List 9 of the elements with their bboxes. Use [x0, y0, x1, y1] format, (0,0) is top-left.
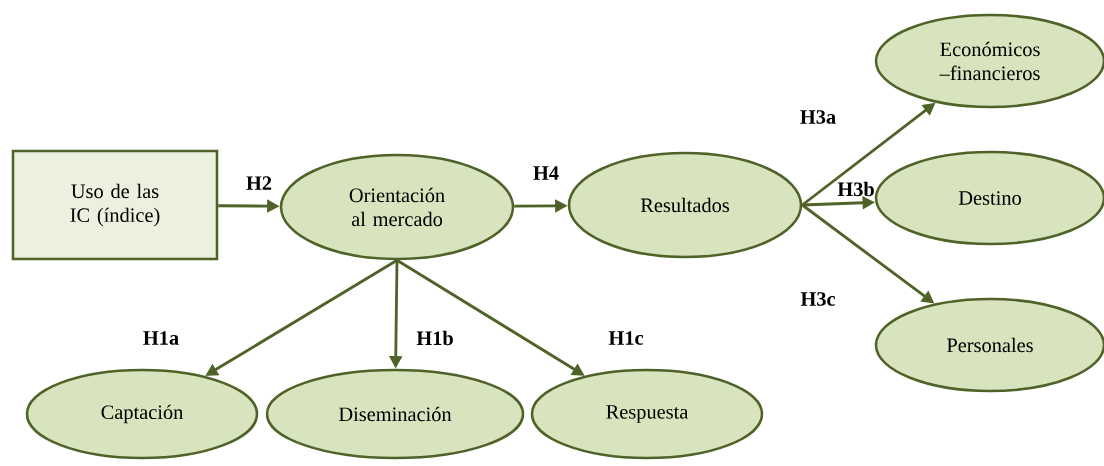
edge-label: H4 — [533, 166, 559, 180]
edge-label: H3b — [837, 181, 874, 197]
process-box: Uso de las IC (índice) — [11, 149, 219, 261]
edge-label: H2 — [246, 176, 272, 190]
edge-label: H1b — [416, 330, 453, 346]
edge-label: H1c — [608, 331, 644, 345]
edge-label: H1a — [143, 331, 179, 345]
edge-label: H3c — [800, 292, 836, 306]
edge-label: H3a — [800, 110, 836, 124]
